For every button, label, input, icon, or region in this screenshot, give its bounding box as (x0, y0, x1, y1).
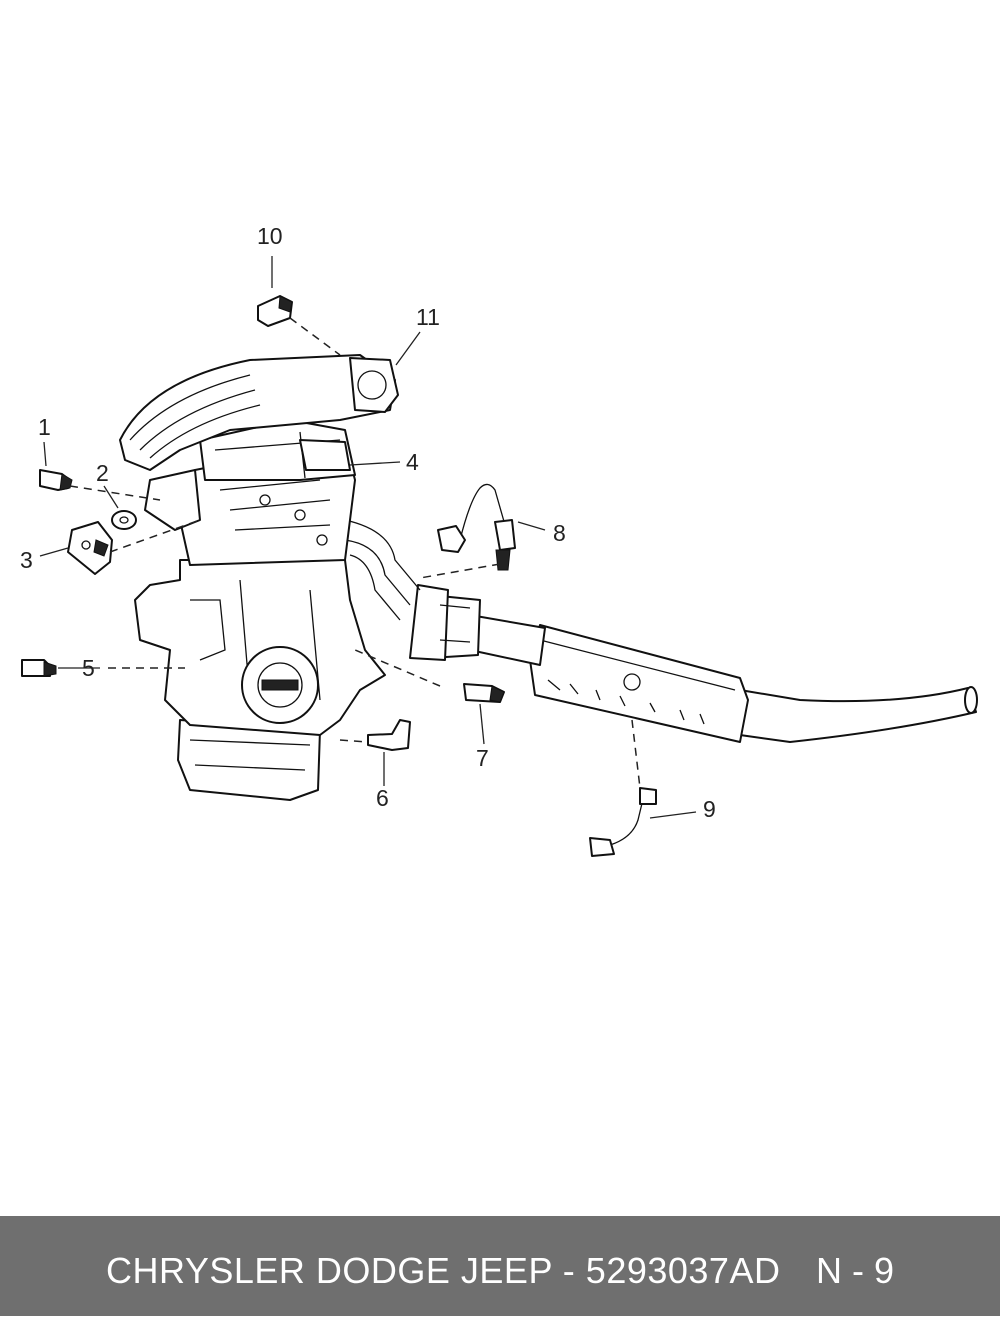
callout-7: 7 (476, 745, 489, 771)
part-8-o2-sensor[interactable] (437, 483, 516, 571)
part-7-sensor[interactable] (463, 683, 505, 703)
leader-lines (39, 256, 697, 819)
callout-3: 3 (20, 547, 33, 573)
callout-8: 8 (553, 520, 566, 546)
engine-sensor-diagram: 1 2 3 4 5 6 7 8 9 10 11 (20, 223, 978, 857)
footer-title: CHRYSLER DODGE JEEP - 5293037AD (106, 1250, 781, 1291)
callout-labels: 1 2 3 4 5 6 7 8 9 10 11 (20, 223, 716, 822)
callout-2: 2 (96, 460, 109, 486)
part-3-bracket[interactable] (67, 521, 113, 575)
callout-9: 9 (703, 796, 716, 822)
part-5-sensor[interactable] (21, 659, 57, 677)
part-6-sensor[interactable] (367, 719, 411, 751)
callout-5: 5 (82, 655, 95, 681)
callout-11: 11 (416, 304, 440, 330)
intake-manifold (119, 354, 396, 471)
engine-block (119, 354, 399, 801)
callout-6: 6 (376, 785, 389, 811)
part-2-washer[interactable] (111, 510, 137, 530)
tailpipe (739, 687, 977, 743)
exhaust-system (344, 519, 978, 743)
footer-page-number: N - 9 (816, 1250, 895, 1291)
muffler (529, 624, 749, 743)
callout-1: 1 (38, 414, 51, 440)
part-4-sensor[interactable] (299, 439, 351, 471)
throttle-body (349, 357, 399, 413)
part-10-sensor[interactable] (257, 295, 293, 327)
part-9-o2-sensor[interactable] (589, 787, 657, 857)
callout-4: 4 (406, 449, 419, 475)
part-1-sensor[interactable] (39, 469, 73, 491)
callout-10: 10 (257, 223, 283, 249)
footer-bar: CHRYSLER DODGE JEEP - 5293037AD N - 9 (0, 1216, 1000, 1316)
